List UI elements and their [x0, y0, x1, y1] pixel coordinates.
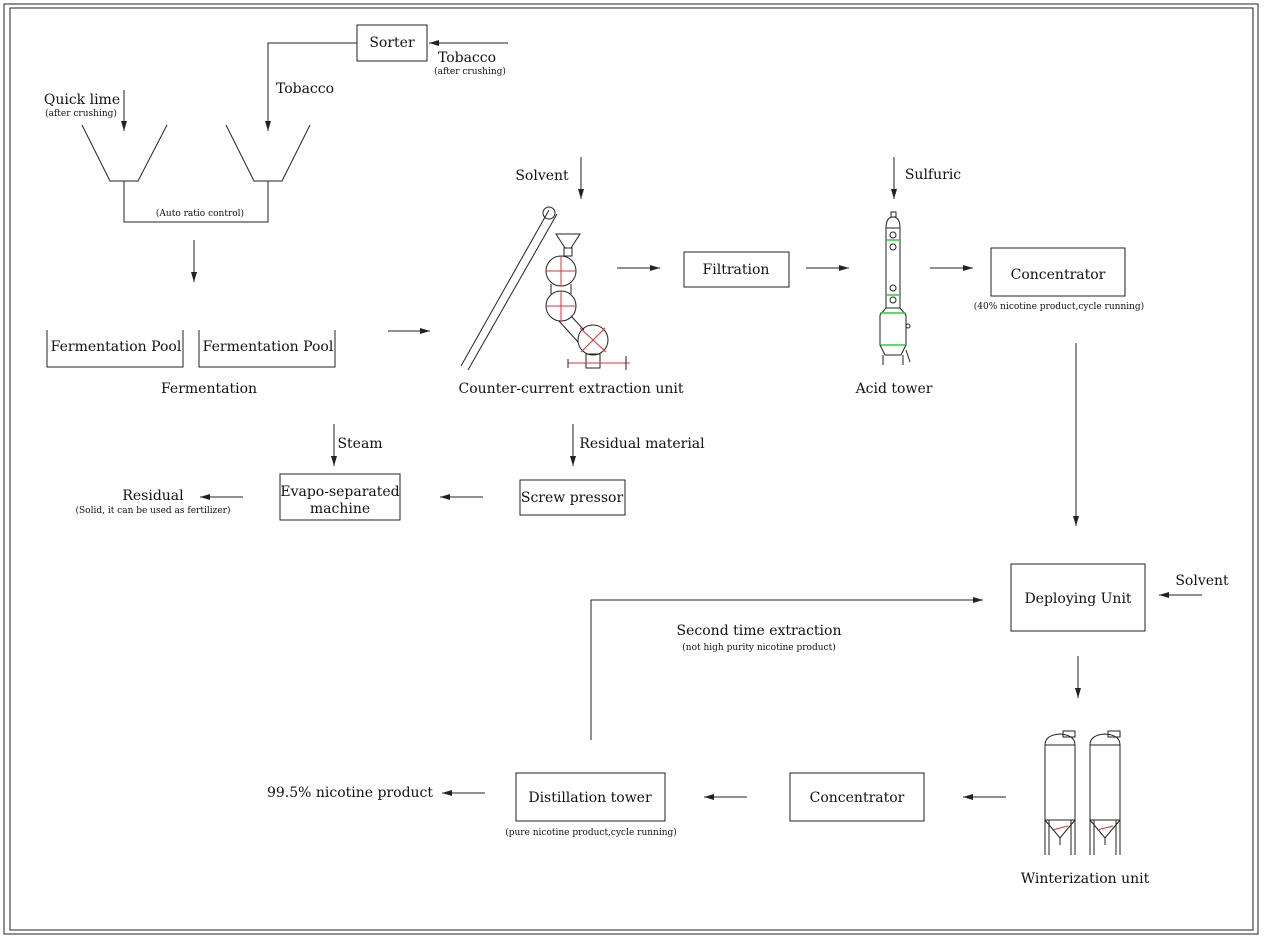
deploying-unit-box: Deploying Unit	[1010, 563, 1146, 632]
fermentation-pool-1-label: Fermentation Pool	[51, 339, 182, 355]
winterization-unit-icon	[1044, 730, 1121, 855]
steam-label: Steam	[337, 436, 382, 452]
acid-tower-label: Acid tower	[855, 381, 933, 397]
deploying-unit-label: Deploying Unit	[1024, 591, 1131, 607]
tobacco-input-label: Tobacco	[438, 50, 496, 66]
solvent-1-label: Solvent	[515, 168, 569, 184]
second-extraction-note: (not high purity nicotine product)	[682, 642, 835, 653]
counter-current-extraction-icon	[460, 206, 630, 371]
hopper-tobacco	[225, 124, 311, 182]
quick-lime-label: Quick lime	[44, 92, 120, 108]
filtration-label: Filtration	[703, 262, 770, 278]
concentrator-2-box: Concentrator	[789, 772, 925, 822]
concentrator-1-label: Concentrator	[1011, 267, 1106, 283]
tobacco-input-note: (after crushing)	[434, 66, 506, 77]
sulfuric-label: Sulfuric	[905, 167, 961, 183]
evapo-separated-label-2: machine	[310, 501, 370, 517]
filtration-box: Filtration	[683, 251, 790, 288]
concentrator-2-label: Concentrator	[810, 790, 905, 806]
residual-note: (Solid, it can be used as fertilizer)	[75, 505, 230, 516]
sorter-label: Sorter	[369, 35, 415, 51]
hopper-lime	[81, 124, 168, 182]
mix-line	[123, 181, 269, 223]
quick-lime-note: (after crushing)	[45, 108, 117, 119]
fermentation-label: Fermentation	[161, 381, 257, 397]
fermentation-pool-2: Fermentation Pool	[198, 330, 336, 368]
auto-ratio-label: (Auto ratio control)	[156, 208, 244, 219]
residual-material-label: Residual material	[579, 436, 705, 452]
distillation-tower-label: Distillation tower	[528, 790, 652, 806]
product-label: 99.5% nicotine product	[267, 785, 433, 801]
counter-current-label: Counter-current extraction unit	[459, 381, 684, 397]
winterization-label: Winterization unit	[1021, 871, 1150, 887]
distillation-tower-box: Distillation tower	[515, 772, 666, 822]
arrow-second-extraction	[590, 597, 983, 740]
fermentation-pool-1: Fermentation Pool	[46, 330, 184, 368]
solvent-2-label: Solvent	[1175, 573, 1229, 589]
evapo-separated-label-1: Evapo-separated	[280, 484, 399, 500]
screw-pressor-label: Screw pressor	[521, 490, 624, 506]
acid-tower-icon	[879, 211, 911, 365]
inner-frame	[9, 7, 1254, 931]
concentrator-1-box: Concentrator	[990, 247, 1126, 297]
outer-frame	[3, 3, 1259, 935]
fermentation-pool-2-label: Fermentation Pool	[203, 339, 334, 355]
concentrator-note: (40% nicotine product,cycle running)	[974, 301, 1144, 312]
evapo-separated-box: Evapo-separated machine	[279, 473, 401, 521]
residual-label: Residual	[122, 488, 184, 504]
arrow-sorter-to-hopper	[265, 42, 357, 131]
tobacco-feed-label: Tobacco	[276, 81, 334, 97]
sorter-box: Sorter	[356, 24, 428, 62]
second-extraction-label: Second time extraction	[677, 623, 842, 639]
screw-pressor-box: Screw pressor	[519, 479, 626, 516]
distillation-note: (pure nicotine product,cycle running)	[505, 827, 677, 838]
